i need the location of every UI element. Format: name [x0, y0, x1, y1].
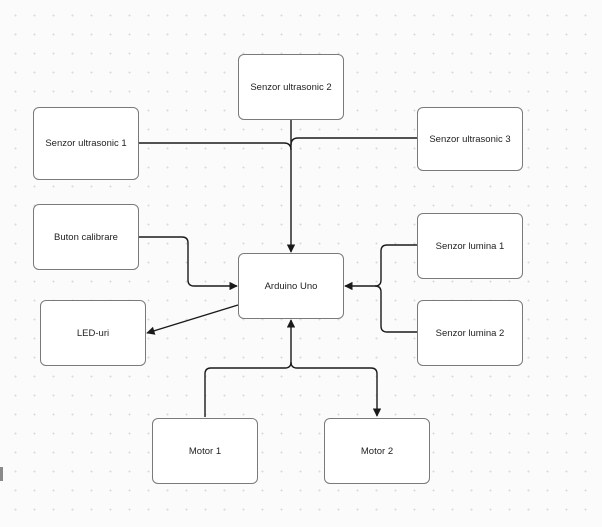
- node-senzor-ultrasonic-1[interactable]: Senzor ultrasonic 1: [33, 107, 139, 180]
- node-buton-calibrare[interactable]: Buton calibrare: [33, 204, 139, 270]
- edge-buton-to-arduino: [139, 236, 238, 291]
- node-motor-1[interactable]: Motor 1: [152, 418, 258, 484]
- node-motor-2[interactable]: Motor 2: [324, 418, 430, 484]
- node-led-uri[interactable]: LED-uri: [40, 300, 146, 366]
- edge-lumina1-to-arduino: [344, 244, 417, 291]
- node-arduino-uno[interactable]: Arduino Uno: [238, 253, 344, 319]
- edge-us1-to-arduino: [139, 142, 292, 151]
- edge-arduino-to-led: [146, 304, 239, 335]
- node-senzor-ultrasonic-3[interactable]: Senzor ultrasonic 3: [417, 107, 523, 171]
- node-senzor-ultrasonic-2[interactable]: Senzor ultrasonic 2: [238, 54, 344, 120]
- edge-motor1-to-arduino: [204, 319, 296, 417]
- canvas-scroll-indicator[interactable]: [0, 467, 3, 481]
- node-senzor-lumina-2[interactable]: Senzor lumina 2: [417, 300, 523, 366]
- edge-arduino-to-motor2: [290, 361, 382, 417]
- edge-lumina2-to-arduino: [374, 285, 417, 333]
- edge-us3-to-arduino: [290, 137, 417, 146]
- node-senzor-lumina-1[interactable]: Senzor lumina 1: [417, 213, 523, 279]
